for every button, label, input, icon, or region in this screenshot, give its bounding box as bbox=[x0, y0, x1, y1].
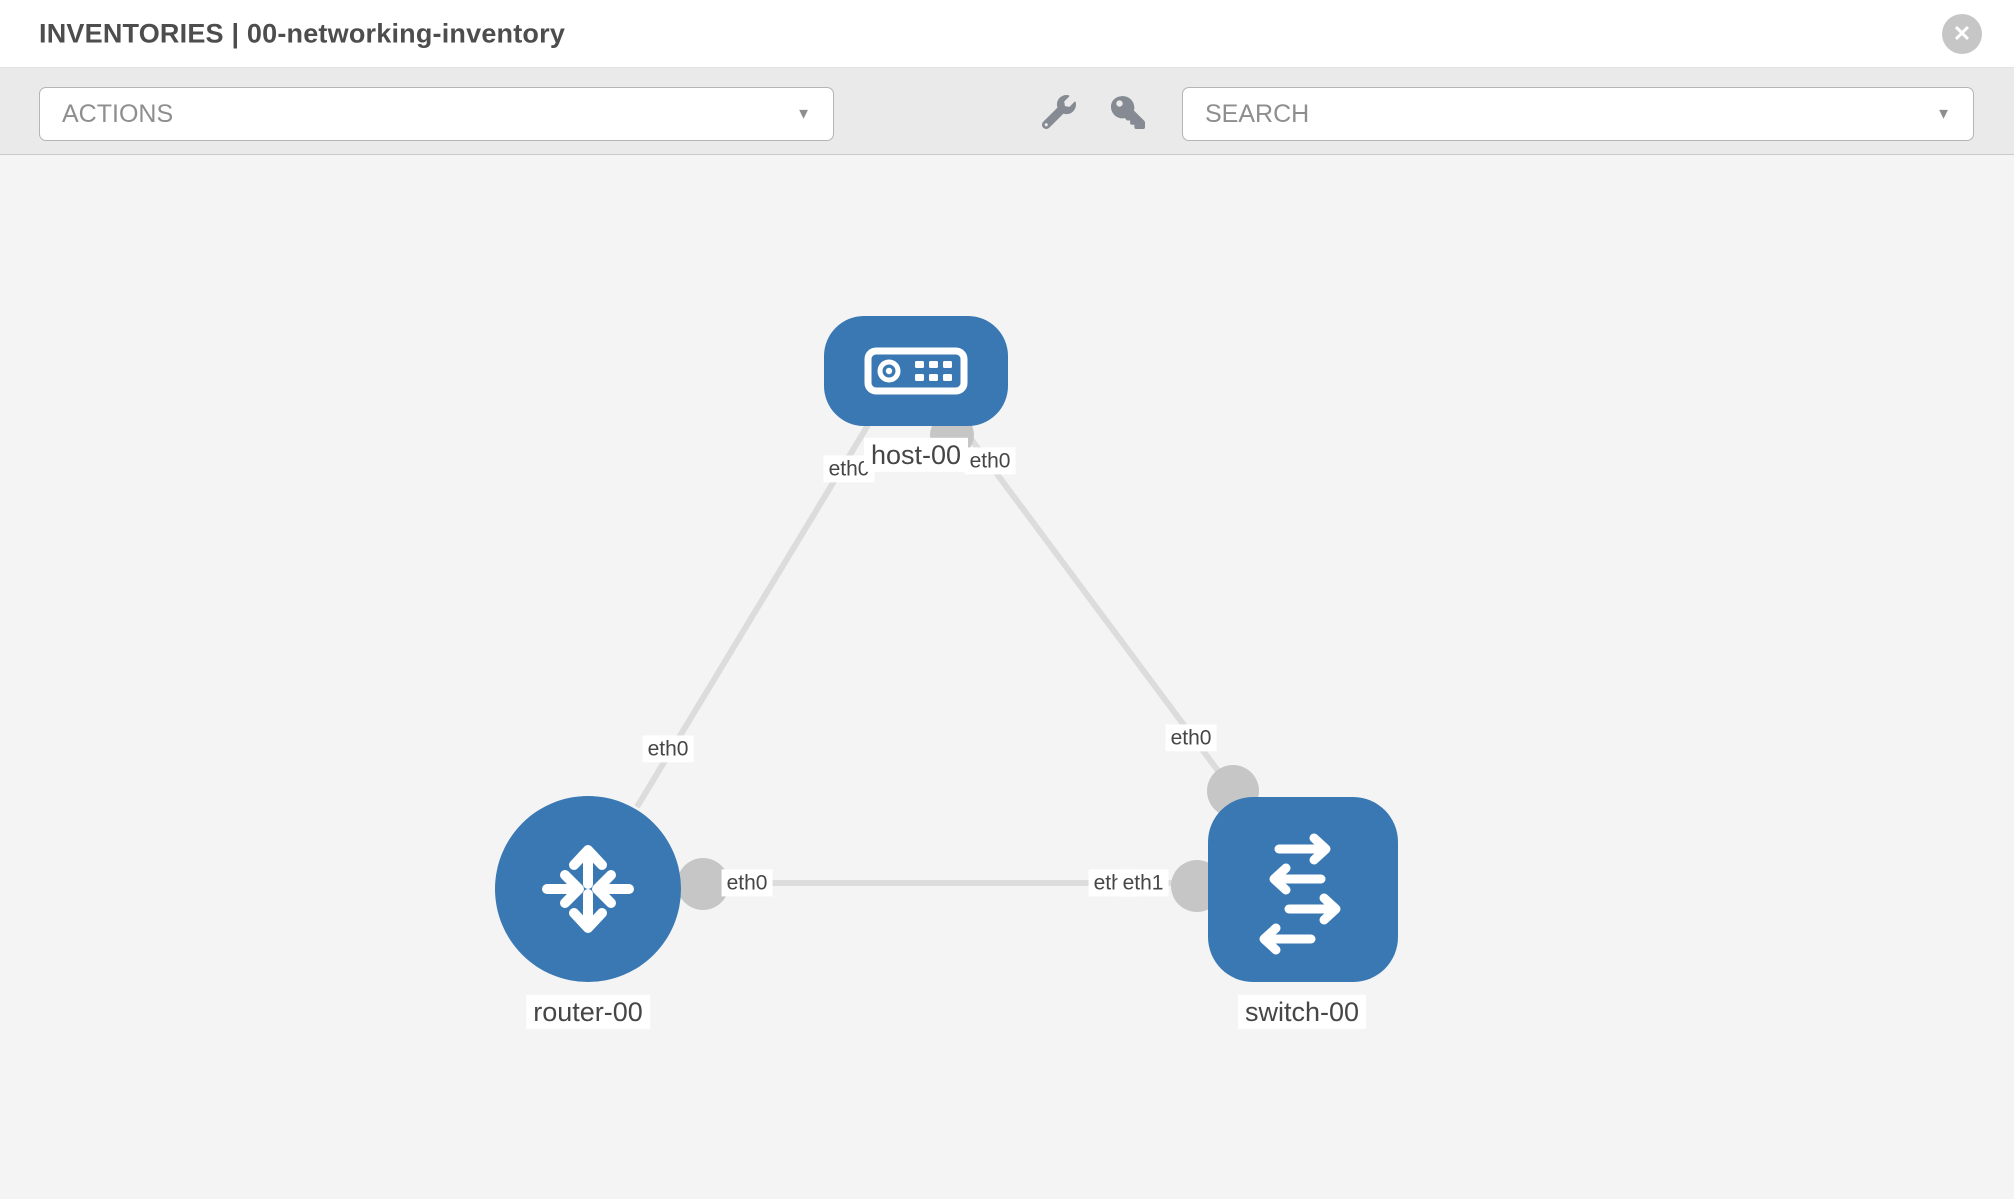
interface-label-switch-eth1: eth1 bbox=[1117, 869, 1169, 897]
wrench-glyph bbox=[1041, 94, 1076, 129]
caret-down-icon: ▼ bbox=[1936, 105, 1951, 123]
wrench-icon[interactable] bbox=[1040, 93, 1077, 130]
node-label-host-00[interactable]: host-00 bbox=[863, 437, 969, 473]
host-node-shape[interactable] bbox=[824, 316, 1008, 426]
port-router-eth0[interactable] bbox=[677, 858, 729, 910]
switch-node-shape[interactable] bbox=[1208, 797, 1398, 982]
page-title: INVENTORIES | 00-networking-inventory bbox=[39, 18, 566, 48]
toolbar: ACTIONS ▼ SEARCH ▼ bbox=[0, 68, 2014, 155]
router-icon bbox=[542, 845, 634, 933]
key-icon[interactable] bbox=[1109, 93, 1146, 130]
close-glyph: ✕ bbox=[1952, 21, 1972, 46]
interface-label-router-eth0-uplink: eth0 bbox=[642, 735, 694, 763]
close-icon[interactable]: ✕ bbox=[1942, 14, 1982, 54]
topology-canvas[interactable]: eth0 eth0 eth0 eth0 eth0 eth0 eth1 host-… bbox=[0, 155, 2014, 1199]
interface-label-router-eth0: eth0 bbox=[721, 869, 773, 897]
node-label-switch-00[interactable]: switch-00 bbox=[1237, 994, 1367, 1030]
search-dropdown[interactable]: SEARCH ▼ bbox=[1182, 87, 1974, 141]
node-switch-00[interactable] bbox=[1208, 797, 1398, 982]
header: INVENTORIES | 00-networking-inventory ✕ bbox=[0, 0, 2014, 68]
interface-label-host-eth0-right: eth0 bbox=[964, 447, 1016, 475]
actions-dropdown[interactable]: ACTIONS ▼ bbox=[39, 87, 834, 141]
node-router-00[interactable] bbox=[495, 796, 681, 982]
actions-label: ACTIONS bbox=[62, 99, 174, 128]
node-host-00[interactable] bbox=[824, 316, 1008, 426]
key-glyph bbox=[1110, 95, 1145, 129]
switch-icon bbox=[1259, 833, 1341, 955]
ports-layer bbox=[677, 413, 1259, 912]
interface-label-switch-eth0: eth0 bbox=[1165, 724, 1217, 752]
topology-svg bbox=[495, 316, 1398, 982]
node-label-router-00[interactable]: router-00 bbox=[526, 994, 650, 1030]
caret-down-icon: ▼ bbox=[796, 105, 811, 123]
toolbar-icons bbox=[1040, 68, 1146, 155]
host-icon bbox=[864, 347, 968, 395]
links-layer bbox=[634, 423, 1236, 886]
search-label: SEARCH bbox=[1205, 99, 1310, 128]
interface-label-host-eth0-left: eth0 bbox=[823, 455, 875, 483]
